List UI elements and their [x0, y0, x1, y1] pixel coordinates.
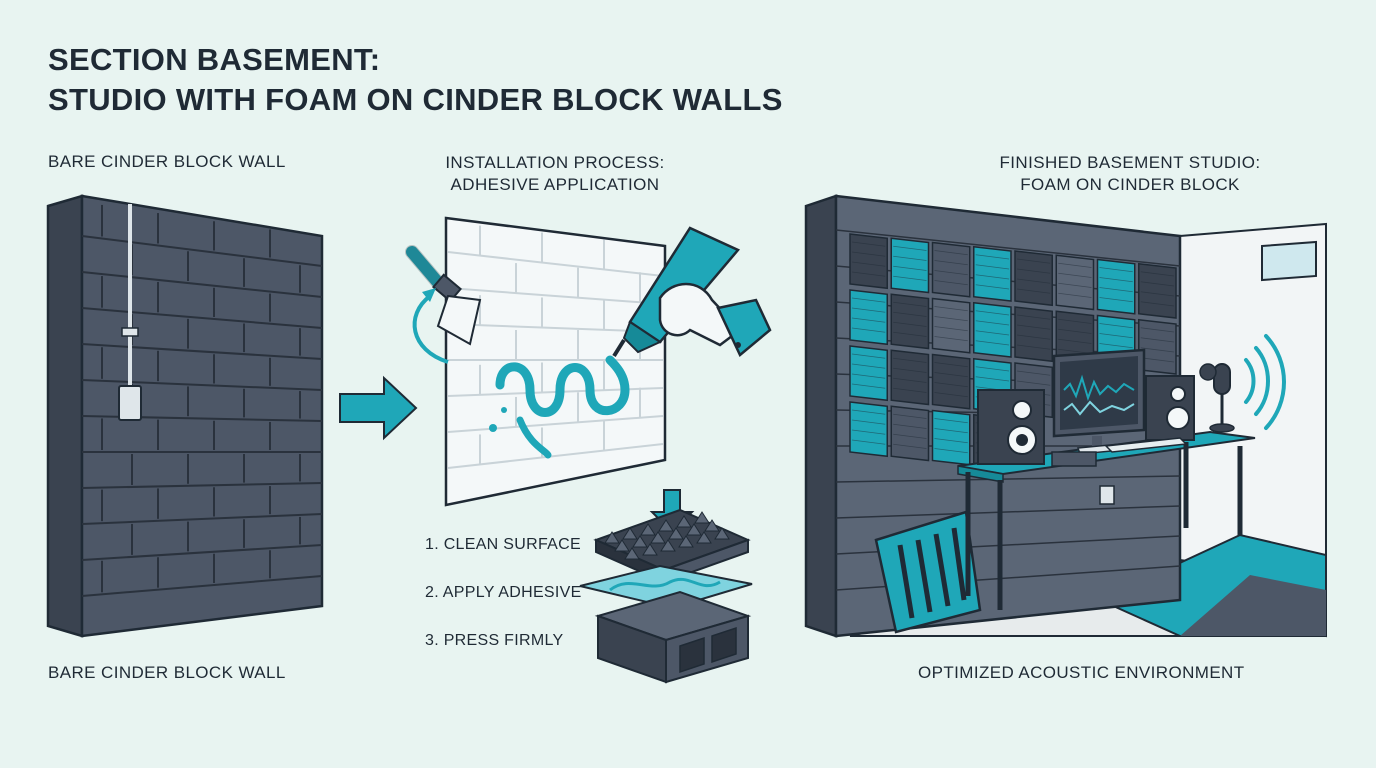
- step-3: 3. PRESS FIRMLY: [425, 632, 564, 649]
- middle-label-line-1: INSTALLATION PROCESS:: [445, 153, 665, 172]
- middle-label-line-2: ADHESIVE APPLICATION: [450, 175, 660, 194]
- adhesive-sheet: [579, 564, 753, 610]
- adhesive-wall-panel: [444, 216, 667, 507]
- right-label-line-2: FOAM ON CINDER BLOCK: [1020, 175, 1240, 194]
- sound-wave-icon: [1244, 334, 1286, 430]
- keyboard: [1104, 437, 1188, 453]
- speaker-right: [1145, 375, 1195, 441]
- power-outlet-icon: [118, 385, 142, 421]
- microphone: [1213, 363, 1231, 395]
- arrow-right-icon: [339, 375, 418, 441]
- right-bottom-label: OPTIMIZED ACOUSTIC ENVIRONMENT: [918, 663, 1245, 682]
- left-bottom-label: BARE CINDER BLOCK WALL: [48, 663, 286, 682]
- brush-icon: [405, 245, 482, 364]
- adhesive-bead: [495, 355, 630, 417]
- audio-interface: [1051, 451, 1097, 467]
- title-line-1: SECTION BASEMENT:: [48, 42, 381, 77]
- middle-label: INSTALLATION PROCESS: ADHESIVE APPLICATI…: [420, 152, 690, 196]
- power-outlet-icon: [1099, 485, 1115, 505]
- speaker-left: [977, 389, 1045, 465]
- cinder-block: [594, 590, 752, 684]
- step-1: 1. CLEAN SURFACE: [425, 536, 581, 553]
- title-line-2: STUDIO WITH FOAM ON CINDER BLOCK WALLS: [48, 82, 783, 117]
- finished-studio: [804, 194, 1327, 638]
- bare-cinder-block-wall: [46, 194, 324, 638]
- right-label: FINISHED BASEMENT STUDIO: FOAM ON CINDER…: [980, 152, 1280, 196]
- step-2: 2. APPLY ADHESIVE: [425, 584, 582, 601]
- foam-panel: [593, 508, 751, 584]
- right-label-line-1: FINISHED BASEMENT STUDIO:: [999, 153, 1261, 172]
- left-top-label: BARE CINDER BLOCK WALL: [48, 152, 286, 171]
- adhesive-tube-icon: [612, 226, 772, 358]
- page-title: SECTION BASEMENT: STUDIO WITH FOAM ON CI…: [48, 40, 783, 120]
